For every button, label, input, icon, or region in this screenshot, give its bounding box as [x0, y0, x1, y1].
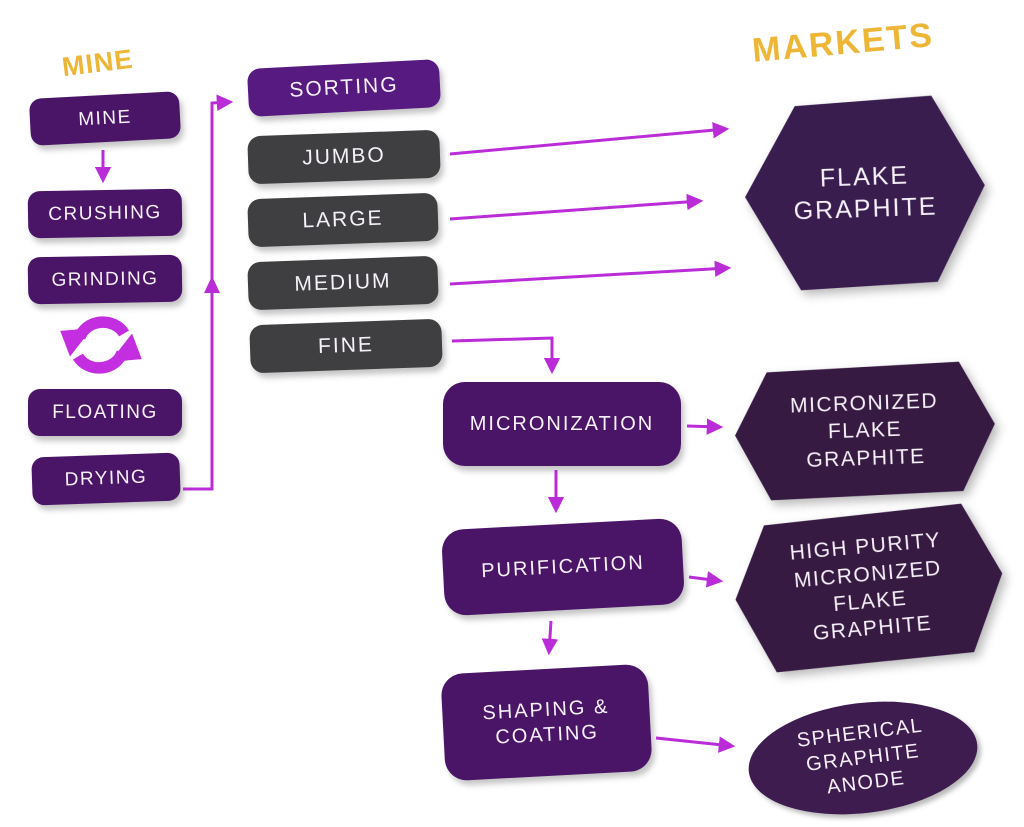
arrow-fine-to-micronization: [451, 336, 561, 375]
node-large-label: LARGE: [301, 206, 384, 233]
node-shaping-coating-label: SHAPING & COATING: [481, 695, 610, 749]
node-floating: FLOATING: [28, 389, 182, 436]
arrow-medium-to-flake-graphite: [449, 260, 732, 286]
node-grinding: GRINDING: [27, 254, 183, 305]
node-micronization: MICRONIZATION: [443, 382, 681, 466]
micronized-flake-graphite-label: MICRONIZED FLAKE GRAPHITE: [789, 389, 939, 472]
recycle-icon: [60, 316, 142, 374]
node-medium: MEDIUM: [247, 255, 439, 311]
node-mine-label: MINE: [77, 106, 133, 131]
mid-line-up-arrowhead: [204, 276, 220, 293]
market-flake-graphite: FLAKE GRAPHITE: [742, 94, 988, 292]
node-fine: FINE: [249, 318, 443, 374]
flake-graphite-hexagon: FLAKE GRAPHITE: [742, 94, 988, 292]
arrow-purification-to-highpurity-hex: [688, 571, 724, 588]
node-purification-label: PURIFICATION: [480, 551, 646, 582]
node-floating-label: FLOATING: [52, 401, 158, 423]
high-purity-label: HIGH PURITY MICRONIZED FLAKE GRAPHITE: [788, 528, 943, 646]
flake-graphite-label: FLAKE GRAPHITE: [793, 160, 938, 226]
mine-section-title: MINE: [60, 43, 136, 83]
node-fine-label: FINE: [317, 332, 375, 358]
high-purity-hexagon: HIGH PURITY MICRONIZED FLAKE GRAPHITE: [729, 501, 1009, 676]
arrow-purification-to-shaping: [541, 620, 559, 656]
market-spherical-graphite-anode: SPHERICAL GRAPHITE ANODE: [742, 689, 984, 827]
arrow-micronization-to-micronized-hex: [686, 418, 724, 435]
node-sorting-label: SORTING: [288, 73, 400, 102]
node-large: LARGE: [247, 192, 439, 248]
market-high-purity-micronized-flake-graphite: HIGH PURITY MICRONIZED FLAKE GRAPHITE: [729, 501, 1009, 676]
node-drying-label: DRYING: [64, 466, 148, 491]
arrow-jumbo-to-flake-graphite: [449, 121, 730, 156]
node-jumbo: JUMBO: [247, 129, 441, 185]
markets-section-title: MARKETS: [750, 16, 936, 70]
node-medium-label: MEDIUM: [294, 269, 392, 296]
node-jumbo-label: JUMBO: [301, 143, 387, 170]
arrow-drying-to-sorting: [183, 94, 234, 491]
spherical-graphite-anode-label: SPHERICAL GRAPHITE ANODE: [795, 714, 925, 799]
market-micronized-flake-graphite: MICRONIZED FLAKE GRAPHITE: [733, 361, 997, 502]
node-sorting: SORTING: [246, 59, 442, 117]
micronized-flake-graphite-hexagon: MICRONIZED FLAKE GRAPHITE: [733, 361, 997, 502]
node-shaping-coating: SHAPING & COATING: [440, 663, 653, 782]
node-grinding-label: GRINDING: [51, 267, 159, 291]
arrow-shaping-to-spherical-anode: [655, 736, 736, 753]
node-crushing: CRUSHING: [27, 188, 183, 239]
node-purification: PURIFICATION: [440, 517, 686, 617]
node-crushing-label: CRUSHING: [48, 201, 162, 225]
node-micronization-label: MICRONIZATION: [469, 412, 655, 435]
node-mine: MINE: [28, 91, 182, 146]
node-drying: DRYING: [31, 452, 181, 506]
arrow-large-to-flake-graphite: [449, 193, 704, 221]
